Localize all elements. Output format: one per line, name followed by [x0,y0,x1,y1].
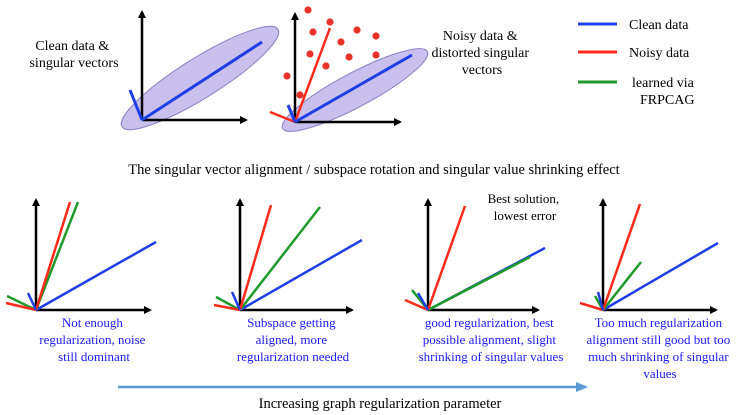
panel-3-clean-minor [416,292,430,311]
clean-data-ellipse [120,25,280,131]
noise-point [296,91,304,99]
panel-2-learned-vector [239,206,321,311]
panel-2-noisy-minor [213,303,241,312]
clean-vector-minor [128,89,144,121]
panel-2: Subspace getting aligned, more regulariz… [213,198,363,364]
top-caption: The singular vector alignment / subspace… [128,162,619,178]
clean-data-figure: Clean data & singular vectors [29,10,280,131]
panel-1-learned-vector [34,201,80,311]
legend: Clean data Noisy data learned via FRPCAG [578,18,697,108]
panel-4-noisy-minor [579,301,604,312]
noise-points [283,6,380,99]
panel-1: Not enough regularization, noise still d… [5,198,157,364]
noise-point [283,72,291,80]
noise-point [372,51,380,59]
noise-point [372,32,380,40]
noise-point [304,6,312,14]
noisy-data-label: Noisy data & distorted singular vectors [431,29,532,78]
panel-2-clean-vector [239,238,363,312]
noisy-data-figure: Noisy data & distorted singular vectors [269,6,532,132]
panel-3: Best solution, lowest error good regular… [404,191,564,364]
panel-3-noisy-minor [404,298,429,312]
legend-noisy-label: Noisy data [629,46,690,61]
noise-point [326,18,334,26]
clean-vector-major-overlay [294,53,413,124]
panel-3-noisy-vector [426,205,467,311]
noise-point [309,28,317,36]
panel-3-caption: good regularization, best possible align… [419,315,564,364]
panel-1-caption: Not enough regularization, noise still d… [39,315,148,364]
clean-vector-major [141,40,263,122]
regularization-label: Increasing graph regularization paramete… [259,396,502,412]
panel-2-caption: Subspace getting aligned, more regulariz… [237,315,350,364]
panel-1-noisy-minor [5,301,37,312]
panel-1-clean-minor [26,292,38,311]
legend-learned-label: learned via FRPCAG [632,76,697,108]
panel-4: Too much regularization alignment still … [579,198,734,381]
noise-point [337,38,345,46]
panel-1-noisy-vector [34,201,72,311]
legend-clean-label: Clean data [629,18,689,33]
clean-data-label: Clean data & singular vectors [29,39,118,71]
noise-point [306,50,314,58]
noisy-vector-minor [269,110,296,124]
panel-1-clean-vector [35,240,157,312]
panel-4-clean-minor [596,291,605,311]
noise-point [322,62,330,70]
panel-4-clean-vector [602,241,719,312]
panel-4-caption: Too much regularization alignment still … [587,315,734,381]
noisy-data-ellipse [281,48,429,132]
panel-4-learned-vector [602,261,642,311]
panel-2-noisy-vector [238,204,273,311]
panel-4-noisy-vector [601,203,642,311]
panel-3-note: Best solution, lowest error [488,191,563,223]
panel-2-learned-minor [215,295,241,312]
noise-point [353,26,361,34]
noisy-vector-major [293,27,332,123]
clean-vector-minor-overlay [286,104,297,123]
noise-point [345,53,353,61]
panel-3-learned-vector [427,255,531,312]
panel-2-clean-minor [230,291,242,311]
